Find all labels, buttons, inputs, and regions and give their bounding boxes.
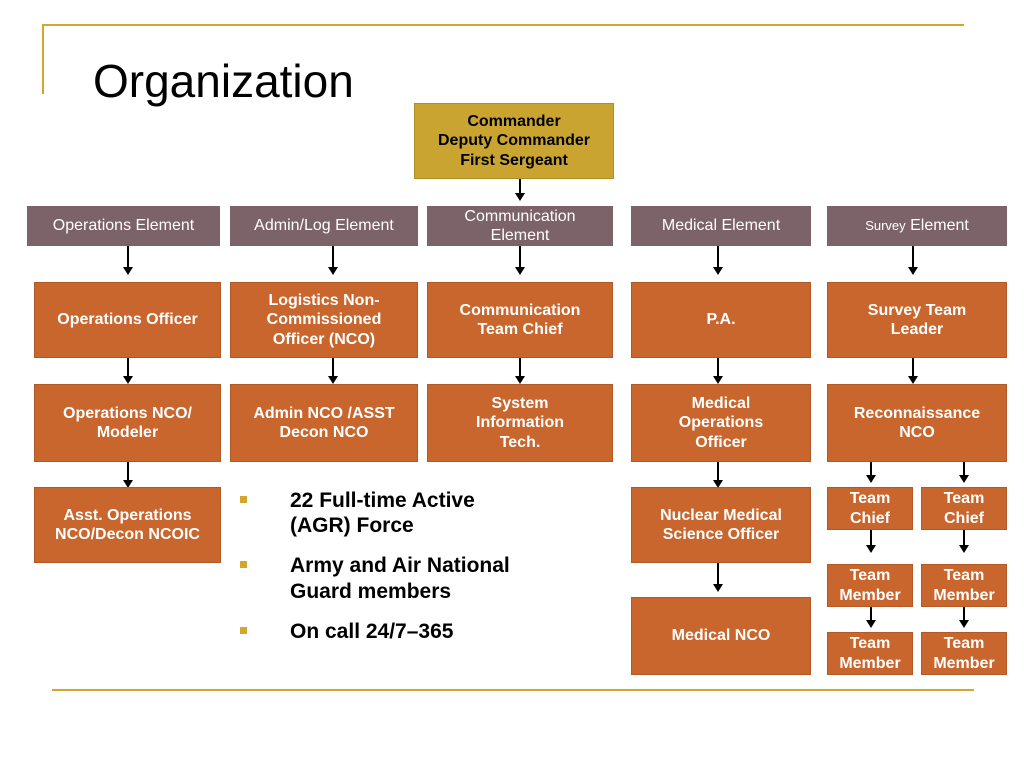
medical-element-label: Medical Element — [661, 217, 781, 235]
command-line-deputy: Deputy Commander — [437, 132, 591, 150]
operations-officer-label: Operations Officer — [57, 311, 198, 329]
comm-team-chief-box: Communication Team Chief — [427, 282, 613, 358]
operations-nco-box: Operations NCO/ Modeler — [34, 384, 221, 462]
team-chief-right-label: Team Chief — [943, 490, 985, 527]
medical-element: Medical Element — [631, 206, 811, 246]
bullet-square-icon — [240, 626, 247, 634]
survey-element: Survey Element — [827, 206, 1007, 246]
system-info-tech-label: System Information Tech. — [476, 395, 564, 451]
communication-element-label: Communication Element — [464, 207, 576, 244]
logistics-nco-box: Logistics Non-Commissioned Officer (NCO) — [230, 282, 418, 358]
arrow-ops-1 — [123, 246, 133, 275]
recon-nco-box: Reconnaissance NCO — [827, 384, 1007, 462]
communication-element: Communication Element — [427, 206, 613, 246]
bullet-square-icon — [240, 561, 247, 569]
slide-title: Organization — [93, 55, 354, 107]
arrow-admin-2 — [328, 358, 338, 384]
team-chief-right-box: Team Chief — [921, 487, 1007, 530]
medical-ops-officer-box: Medical Operations Officer — [631, 384, 811, 462]
arrow-ops-3 — [123, 462, 133, 488]
arrow-survey-1 — [908, 246, 918, 275]
medical-nco-box: Medical NCO — [631, 597, 811, 675]
operations-officer-box: Operations Officer — [34, 282, 221, 358]
arrow-survey-right-3 — [959, 607, 969, 628]
survey-element-suffix: Element — [910, 217, 969, 235]
arrow-survey-right-2 — [959, 530, 969, 553]
team-member-right-1-label: Team Member — [933, 567, 995, 604]
survey-team-leader-box: Survey Team Leader — [827, 282, 1007, 358]
arrow-survey-right-1 — [959, 462, 969, 483]
arrow-admin-1 — [328, 246, 338, 275]
bullet-text: Army and Air National Guard members — [290, 554, 510, 603]
survey-team-leader-label: Survey Team Leader — [867, 301, 967, 338]
medical-nco-label: Medical NCO — [671, 627, 771, 645]
arrow-survey-2 — [908, 358, 918, 384]
arrow-survey-left-2 — [866, 530, 876, 553]
team-member-right-2-box: Team Member — [921, 632, 1007, 675]
logistics-nco-label: Logistics Non-Commissioned Officer (NCO) — [266, 292, 382, 348]
team-member-left-2-box: Team Member — [827, 632, 913, 675]
bullet-item: 22 Full-time Active (AGR) Force — [240, 488, 510, 538]
team-member-left-2-label: Team Member — [839, 635, 901, 672]
nuclear-medical-officer-label: Nuclear Medical Science Officer — [660, 506, 782, 543]
team-member-left-1-label: Team Member — [839, 567, 901, 604]
command-line-first-sergeant: First Sergeant — [460, 151, 568, 169]
operations-nco-label: Operations NCO/ Modeler — [63, 404, 192, 441]
team-member-right-1-box: Team Member — [921, 564, 1007, 607]
bullet-text: On call 24/7–365 — [290, 619, 454, 643]
left-rule — [42, 24, 44, 94]
arrow-med-1 — [713, 246, 723, 275]
admin-nco-box: Admin NCO /ASST Decon NCO — [230, 384, 418, 462]
comm-team-chief-label: Communication Team Chief — [459, 301, 581, 338]
arrow-survey-left-1 — [866, 462, 876, 483]
bullet-text: 22 Full-time Active (AGR) Force — [290, 489, 475, 538]
team-chief-left-label: Team Chief — [849, 490, 891, 527]
command-line-commander: Commander — [467, 113, 561, 131]
survey-element-prefix: Survey — [865, 218, 906, 234]
bullet-list: 22 Full-time Active (AGR) Force Army and… — [240, 488, 510, 659]
medical-ops-officer-label: Medical Operations Officer — [678, 395, 764, 451]
bottom-rule — [52, 689, 974, 691]
team-chief-left-box: Team Chief — [827, 487, 913, 530]
team-member-right-2-label: Team Member — [933, 635, 995, 672]
pa-box: P.A. — [631, 282, 811, 358]
bullet-item: Army and Air National Guard members — [240, 553, 510, 603]
arrow-command-down — [515, 179, 525, 201]
command-box: Commander Deputy Commander First Sergean… — [414, 103, 614, 179]
nuclear-medical-officer-box: Nuclear Medical Science Officer — [631, 487, 811, 563]
asst-operations-box: Asst. Operations NCO/Decon NCOIC — [34, 487, 221, 563]
team-member-left-1-box: Team Member — [827, 564, 913, 607]
arrow-comm-1 — [515, 246, 525, 275]
admin-nco-label: Admin NCO /ASST Decon NCO — [253, 404, 395, 441]
operations-element: Operations Element — [27, 206, 220, 246]
operations-element-label: Operations Element — [52, 217, 195, 235]
top-rule — [42, 24, 964, 26]
arrow-med-3 — [713, 462, 723, 488]
system-info-tech-box: System Information Tech. — [427, 384, 613, 462]
arrow-med-4 — [713, 563, 723, 592]
arrow-med-2 — [713, 358, 723, 384]
bullet-item: On call 24/7–365 — [240, 619, 510, 644]
bullet-square-icon — [240, 496, 247, 503]
recon-nco-label: Reconnaissance NCO — [853, 404, 981, 441]
arrow-survey-left-3 — [866, 607, 876, 628]
admin-log-element-label: Admin/Log Element — [254, 217, 394, 235]
arrow-comm-2 — [515, 358, 525, 384]
pa-label: P.A. — [706, 311, 736, 329]
admin-log-element: Admin/Log Element — [230, 206, 418, 246]
asst-operations-label: Asst. Operations NCO/Decon NCOIC — [55, 506, 200, 543]
arrow-ops-2 — [123, 358, 133, 384]
